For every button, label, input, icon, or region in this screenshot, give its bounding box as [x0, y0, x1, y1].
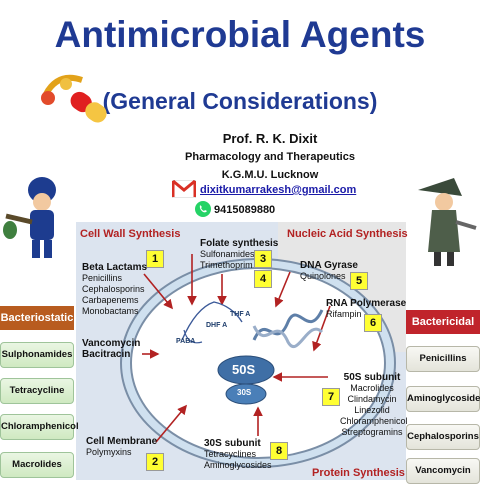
cell-membrane-heading: Cell Membrane	[86, 436, 158, 447]
rna-polymerase-label: RNA Polymerase	[326, 298, 407, 309]
bactericidal-heading: Bactericidal	[406, 310, 480, 334]
ribosome-30s-label: 30S	[237, 388, 252, 397]
drug-tetracyclines: Tetracyclines	[204, 449, 257, 459]
bacteriostatic-item-tetracycline: Tetracycline	[0, 378, 74, 404]
number-badge-1: 1	[146, 250, 164, 268]
author-block: Prof. R. K. Dixit Pharmacology and Thera…	[150, 130, 390, 184]
30s-subunit-heading: 30S subunit	[204, 438, 261, 449]
cell-wall-drugs: Beta Lactams Penicillins Cephalosporins …	[82, 262, 147, 317]
drug-streptogramins: Streptogramins	[341, 427, 403, 437]
bactericidal-item-cephalosporins: Cephalosporins	[406, 424, 480, 450]
drug-polymyxins: Polymyxins	[86, 447, 132, 457]
ribosome-50s-label: 50S	[232, 362, 256, 377]
number-badge-4: 4	[254, 270, 272, 288]
thf-label: THF A	[230, 311, 251, 318]
bacteriostatic-heading: Bacteriostatic	[0, 306, 74, 330]
page-title: Antimicrobial Agents	[54, 14, 426, 55]
dna-gyrase-label: DNA Gyrase	[300, 260, 358, 271]
drug-carbapenems: Carbapenems	[82, 295, 139, 305]
bacteriostatic-item-sulphonamides: Sulphonamides	[0, 342, 74, 368]
page-subtitle: (General Considerations)	[102, 88, 378, 114]
drug-penicillins: Penicillins	[82, 273, 123, 283]
bactericidal-item-vancomycin: Vancomycin	[406, 458, 480, 484]
drug-trimethoprim: Trimethoprim	[200, 260, 253, 270]
folate-heading: Folate synthesis	[200, 238, 279, 249]
50s-subunit-block: 50S subunit Macrolides Clindamycin Linez…	[340, 372, 408, 438]
number-badge-8: 8	[270, 442, 288, 460]
gmail-icon	[172, 180, 196, 198]
bacteriostatic-item-chloramphenicol: Chloramphenicol	[0, 414, 79, 440]
drug-monobactams: Monobactams	[82, 306, 139, 316]
rna-polymerase-block: RNA Polymerase Rifampin	[326, 298, 406, 320]
drug-aminoglycosides: Aminoglycosides	[204, 460, 272, 470]
drug-clindamycin: Clindamycin	[347, 394, 397, 404]
drug-linezolid: Linezolid	[354, 405, 390, 415]
bactericidal-item-aminoglycosides: Aminoglycosides	[406, 386, 480, 412]
cell-wall-heading: Cell Wall Synthesis	[80, 228, 181, 240]
institution: K.G.M.U. Lucknow	[221, 169, 319, 181]
number-badge-3: 3	[254, 250, 272, 268]
whatsapp-icon	[195, 201, 211, 217]
50s-subunit-heading: 50S subunit	[343, 372, 401, 383]
vancomycin-bacitracin: Vancomycin Bacitracin	[82, 338, 140, 360]
beta-lactams-label: Beta Lactams	[82, 262, 148, 273]
drug-sulfonamides: Sulfonamides	[200, 249, 255, 259]
bacitracin-label: Bacitracin	[82, 349, 131, 360]
drug-cephalosporins: Cephalosporins	[82, 284, 145, 294]
number-badge-6: 6	[364, 314, 382, 332]
bacterial-cell-outline	[120, 254, 396, 468]
30s-subunit-block: 30S subunit Tetracyclines Aminoglycoside…	[204, 438, 272, 471]
drug-chloramphenicol: Chloramphenicol	[340, 416, 408, 426]
bacteriostatic-item-macrolides: Macrolides	[0, 452, 74, 478]
detective-cartoon-icon	[418, 178, 477, 266]
paba-label: PABA	[176, 338, 196, 345]
dhf-label: DHF A	[206, 322, 228, 329]
email-link[interactable]: dixitkumarrakesh@gmail.com	[200, 184, 357, 196]
drug-macrolides: Macrolides	[350, 383, 394, 393]
number-badge-2: 2	[146, 453, 164, 471]
vancomycin-label: Vancomycin	[82, 338, 141, 349]
author-name: Prof. R. K. Dixit	[222, 131, 318, 146]
capsule-clipart-icon	[41, 74, 107, 123]
cell-membrane-block: Cell Membrane Polymyxins	[86, 436, 157, 458]
soldier-cartoon-icon	[3, 177, 56, 258]
drug-quinolones: Quinolones	[300, 271, 346, 281]
nucleic-acid-heading: Nucleic Acid Synthesis	[287, 228, 408, 240]
bactericidal-item-penicillins: Penicillins	[406, 346, 480, 372]
folate-block: Folate synthesis Sulfonamides Trimethopr…	[200, 238, 278, 271]
number-badge-7: 7	[322, 388, 340, 406]
department: Pharmacology and Therapeutics	[185, 151, 355, 163]
phone-number: 9415089880	[214, 204, 276, 216]
drug-rifampin: Rifampin	[326, 309, 362, 319]
protein-synthesis-heading: Protein Synthesis	[312, 467, 405, 479]
dna-gyrase-block: DNA Gyrase Quinolones	[300, 260, 358, 282]
number-badge-5: 5	[350, 272, 368, 290]
